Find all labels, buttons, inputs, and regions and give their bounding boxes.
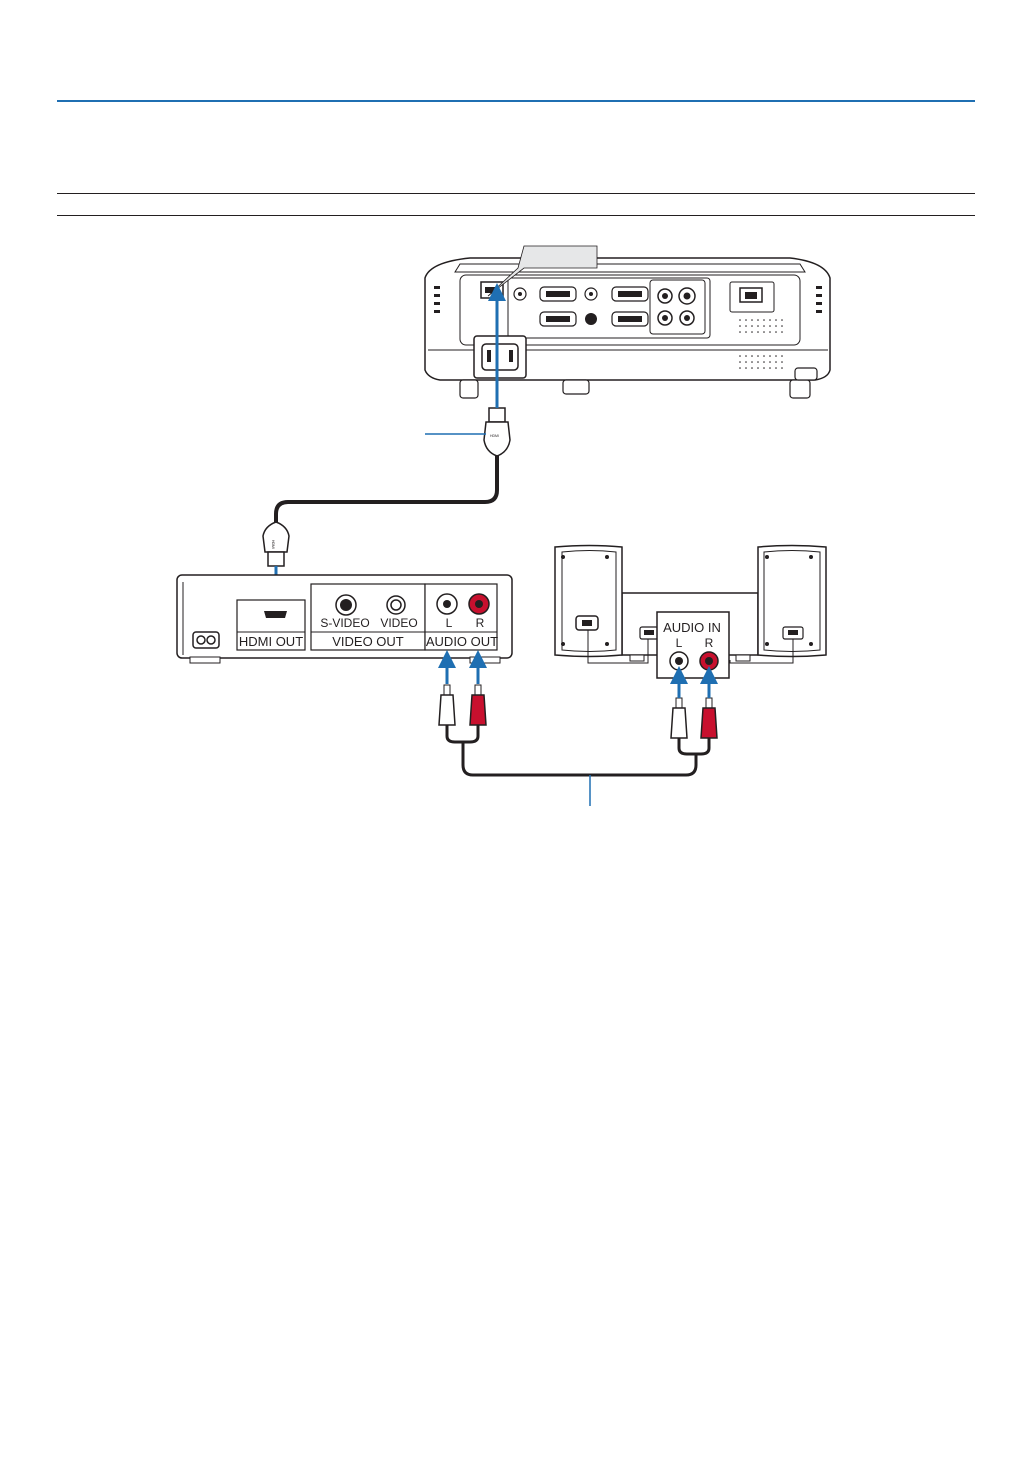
- audio-cable: [438, 684, 718, 777]
- video-out-label: VIDEO OUT: [332, 634, 404, 649]
- source-hdmi-port: [264, 611, 287, 618]
- speaker-audio-l-label: L: [676, 636, 683, 650]
- projector: [424, 245, 831, 399]
- left-vent: [434, 286, 440, 313]
- section-rule-bottom: [57, 215, 975, 216]
- section-rule-top: [57, 193, 975, 194]
- audio-out-label: AUDIO OUT: [426, 634, 498, 649]
- speakers: AUDIO IN L R: [554, 544, 827, 679]
- speaker-audio-r-label: R: [705, 636, 714, 650]
- source-audio-r-label: R: [476, 616, 485, 630]
- hdmi-cable: HDMI HDMI: [262, 407, 511, 567]
- video-label: VIDEO: [380, 616, 417, 630]
- source-audio-l-label: L: [446, 616, 453, 630]
- hdmi-out-label: HDMI OUT: [239, 634, 303, 649]
- source-device: HDMI OUT S-VIDEO VIDEO VIDEO OUT L R AUD…: [176, 574, 513, 664]
- right-vent: [816, 286, 822, 313]
- header-rule: [57, 100, 975, 102]
- svideo-label: S-VIDEO: [320, 616, 369, 630]
- audio-in-label: AUDIO IN: [663, 620, 721, 635]
- hdmi-plug-top-label: HDMI: [490, 434, 499, 438]
- hdmi-plug-bottom-label: HDMI: [271, 540, 275, 549]
